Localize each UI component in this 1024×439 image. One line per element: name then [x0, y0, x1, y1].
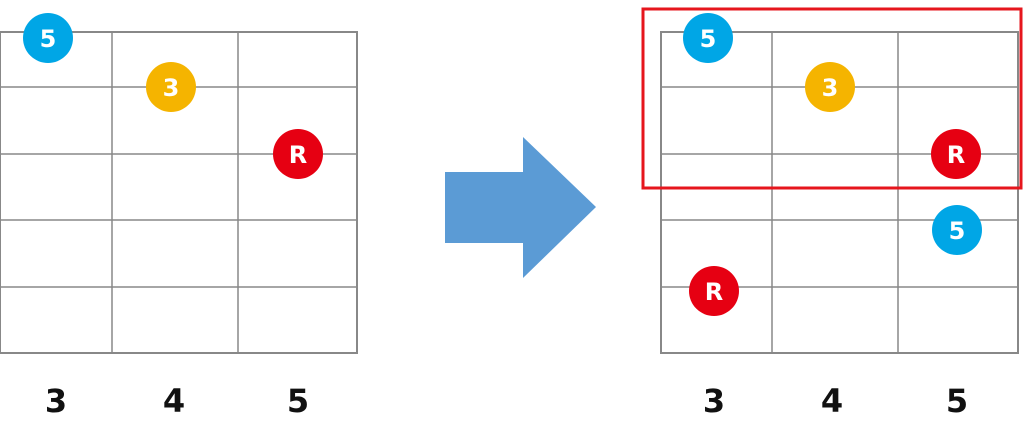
fifth-marker-circle: [683, 13, 733, 63]
fifth-marker-label: 5: [700, 25, 717, 53]
left-fret-label-3: 3: [45, 382, 67, 420]
right-fret-label-3: 3: [703, 382, 725, 420]
arrow: [445, 137, 596, 278]
right-fret-label-4: 4: [821, 382, 843, 420]
left-markers: 5 3 R: [23, 13, 323, 179]
root-marker-label: R: [705, 278, 723, 306]
third-marker-circle: [805, 62, 855, 112]
root-marker-label: R: [947, 141, 965, 169]
left-marker-third: 3: [146, 62, 196, 112]
right-arrow-icon: [445, 137, 596, 278]
right-marker-root-2: R: [689, 266, 739, 316]
root-marker-circle: [931, 129, 981, 179]
root-marker-circle: [689, 266, 739, 316]
left-fret-label-5: 5: [287, 382, 309, 420]
fifth-marker-circle: [23, 13, 73, 63]
right-fret-labels: 3 4 5: [703, 382, 968, 420]
left-fret-label-4: 4: [163, 382, 185, 420]
fifth-marker-label: 5: [40, 25, 57, 53]
right-marker-fifth-1: 5: [683, 13, 733, 63]
right-fret-label-5: 5: [946, 382, 968, 420]
highlight-box: [641, 7, 1023, 190]
left-fretboard-grid: [0, 31, 358, 354]
left-marker-root: R: [273, 129, 323, 179]
root-marker-label: R: [289, 141, 307, 169]
third-marker-label: 3: [822, 74, 839, 102]
right-markers: 5 3 R 5 R: [683, 13, 982, 316]
left-fretboard: 3 4 5 5 3 R: [0, 13, 358, 420]
right-marker-fifth-2: 5: [932, 205, 982, 255]
fifth-marker-circle: [932, 205, 982, 255]
left-fretboard-frame: [0, 31, 358, 354]
left-fret-labels: 3 4 5: [45, 382, 309, 420]
third-marker-circle: [146, 62, 196, 112]
right-marker-third: 3: [805, 62, 855, 112]
root-marker-circle: [273, 129, 323, 179]
right-marker-root-1: R: [931, 129, 981, 179]
fifth-marker-label: 5: [949, 217, 966, 245]
left-marker-fifth: 5: [23, 13, 73, 63]
right-fretboard: 3 4 5 5 3 R 5 R: [641, 7, 1023, 420]
right-fretboard-frame: [660, 31, 1019, 354]
third-marker-label: 3: [163, 74, 180, 102]
